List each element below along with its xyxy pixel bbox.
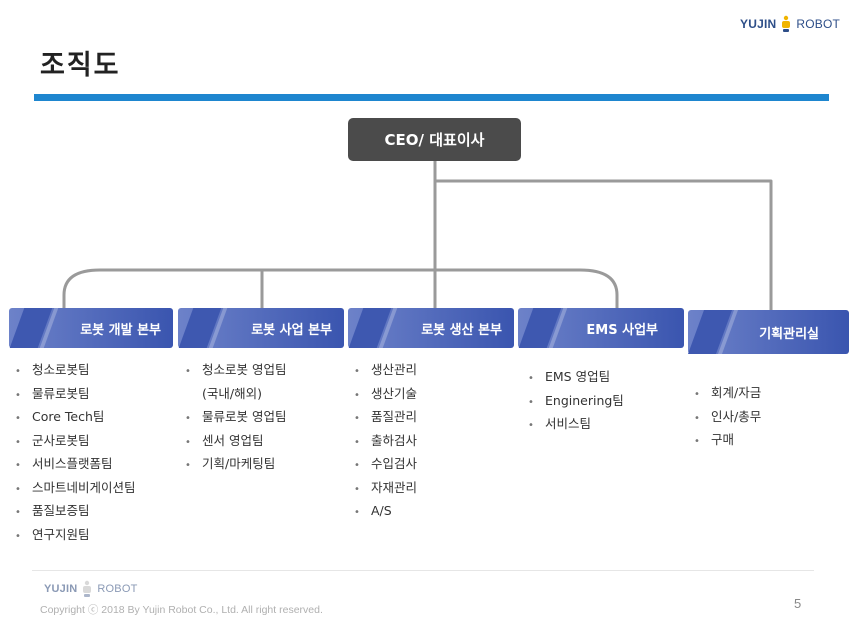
bullet-icon: • [15,366,21,377]
dept-rd: 로봇 개발 본부 [9,308,173,348]
bullet-icon: • [694,389,700,400]
bullet-icon: • [15,483,21,495]
brand-word-left: YUJIN [740,17,777,31]
bullet-icon: • [185,460,191,471]
bullet-icon: • [354,483,360,495]
page-title: 조직도 [40,50,121,81]
dept-production: 로봇 생산 본부 [348,308,514,348]
list-item: •생산관리 [354,358,417,382]
list-item: •회계/자금 [694,381,761,405]
list-item: •Enginering팀 [528,389,624,413]
list-item: •생산기술 [354,382,417,406]
bullet-icon: • [354,389,360,401]
team-list-ems: •EMS 영업팀 •Enginering팀 •서비스팀 [528,365,624,436]
bullet-icon: • [354,366,360,377]
bullet-icon: • [15,389,21,401]
team-list-production: •생산관리 •생산기술 •품질관리 •출하검사 •수입검사 •자재관리 •A/S [354,358,417,523]
bullet-icon: • [15,460,21,471]
list-item: •스마트네비게이션팀 [15,476,136,500]
bullet-icon: • [354,507,360,518]
title-accent-bar [34,94,829,101]
footer-divider [32,570,814,571]
team-list-planning: •회계/자금 •인사/총무 •구매 [694,381,761,452]
list-item: •물류로봇 영업팀 [185,405,286,429]
list-item: •군사로봇팀 [15,429,136,453]
dept-label: 로봇 개발 본부 [80,322,161,338]
brand-word-right: ROBOT [97,583,138,595]
list-item: •기획/마케팅팀 [185,452,286,476]
list-item: •구매 [694,428,761,452]
brand-logo-top: YUJIN ROBOT [740,14,840,34]
list-item: •물류로봇팀 [15,382,136,406]
bullet-icon: • [354,460,360,471]
bullet-icon: • [354,436,360,448]
list-item: •수입검사 [354,452,417,476]
robot-logo-icon [782,15,791,32]
dept-label: EMS 사업부 [586,322,658,338]
list-item: •자재관리 [354,476,417,500]
robot-logo-icon [83,580,92,597]
team-list-sales: •청소로봇 영업팀 •(국내/해외) •물류로봇 영업팀 •센서 영업팀 •기획… [185,358,286,476]
list-item: •연구지원팀 [15,523,136,547]
list-item-continuation: •(국내/해외) [202,385,262,401]
bullet-icon: • [185,436,191,448]
brand-word-right: ROBOT [796,17,841,31]
bullet-icon: • [528,373,534,384]
bullet-icon: • [15,530,21,542]
dept-planning: 기획관리실 [687,310,849,354]
bullet-icon: • [15,436,21,448]
copyright-text: Copyright ⓒ 2018 By Yujin Robot Co., Ltd… [40,604,323,616]
dept-ems: EMS 사업부 [518,308,684,348]
team-list-rd: •청소로봇팀 •물류로봇팀 •Core Tech팀 •군사로봇팀 •서비스플랫폼… [15,358,136,546]
list-item: •인사/총무 [694,405,761,429]
list-item: •EMS 영업팀 [528,365,624,389]
bullet-icon: • [528,420,534,431]
bullet-icon: • [694,412,700,424]
list-item: •서비스팀 [528,412,624,436]
connector-staff [433,179,773,312]
list-item: •품질관리 [354,405,417,429]
list-item: •청소로봇팀 [15,358,136,382]
ceo-label: CEO/ 대표이사 [384,131,485,149]
list-item: •청소로봇 영업팀 [185,358,286,382]
brand-word-left: YUJIN [44,583,78,595]
bullet-icon: • [185,366,191,377]
connector-arch [62,268,619,310]
dept-sales: 로봇 사업 본부 [178,308,344,348]
list-item: •서비스플랫폼팀 [15,452,136,476]
dept-label: 로봇 사업 본부 [251,322,332,338]
bullet-icon: • [185,413,191,424]
bullet-icon: • [15,507,21,518]
bullet-icon: • [528,396,534,408]
bullet-icon: • [354,413,360,424]
list-item: •센서 영업팀 [185,429,286,453]
brand-logo-footer: YUJIN ROBOT [44,580,138,598]
bullet-icon: • [694,436,700,447]
list-item: •A/S [354,499,417,523]
list-item: •품질보증팀 [15,499,136,523]
bullet-icon: • [15,413,21,424]
list-item: •Core Tech팀 [15,405,136,429]
dept-label: 기획관리실 [759,326,819,342]
dept-label: 로봇 생산 본부 [421,322,502,338]
list-item: •출하검사 [354,429,417,453]
page-number: 5 [794,596,802,611]
ceo-box: CEO/ 대표이사 [348,118,521,161]
